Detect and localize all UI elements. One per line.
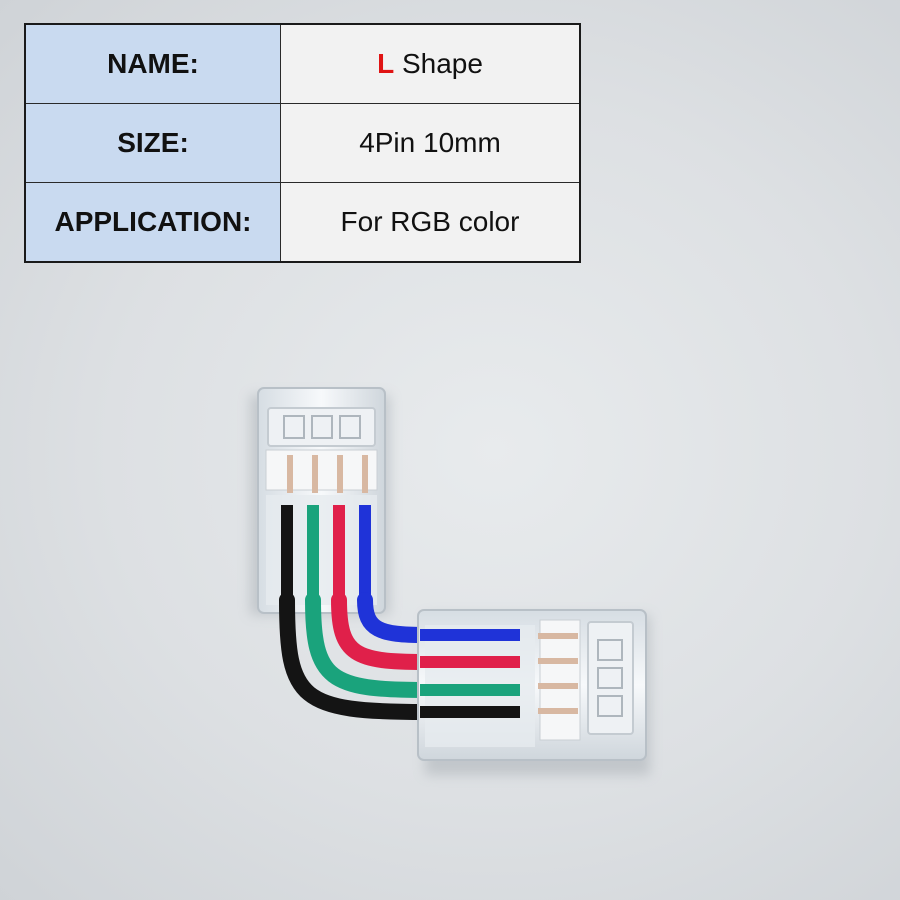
name-value-text: Shape	[401, 48, 483, 79]
spec-row-name: NAME: L Shape	[24, 23, 581, 104]
horizontal-wire-ends	[420, 629, 520, 718]
spec-row-application: APPLICATION: For RGB color	[24, 182, 581, 263]
application-label: APPLICATION:	[24, 182, 281, 263]
bent-wires	[279, 592, 433, 720]
name-value: L Shape	[280, 23, 581, 104]
size-label: SIZE:	[24, 103, 281, 183]
horizontal-connector	[417, 609, 647, 761]
size-value: 4Pin 10mm	[280, 103, 581, 183]
vertical-wire-ends	[281, 505, 371, 605]
spec-row-size: SIZE: 4Pin 10mm	[24, 103, 581, 183]
spec-table: NAME: L Shape SIZE: 4Pin 10mm APPLICATIO…	[24, 23, 581, 263]
name-value-accent: L	[377, 48, 395, 79]
application-value: For RGB color	[280, 182, 581, 263]
